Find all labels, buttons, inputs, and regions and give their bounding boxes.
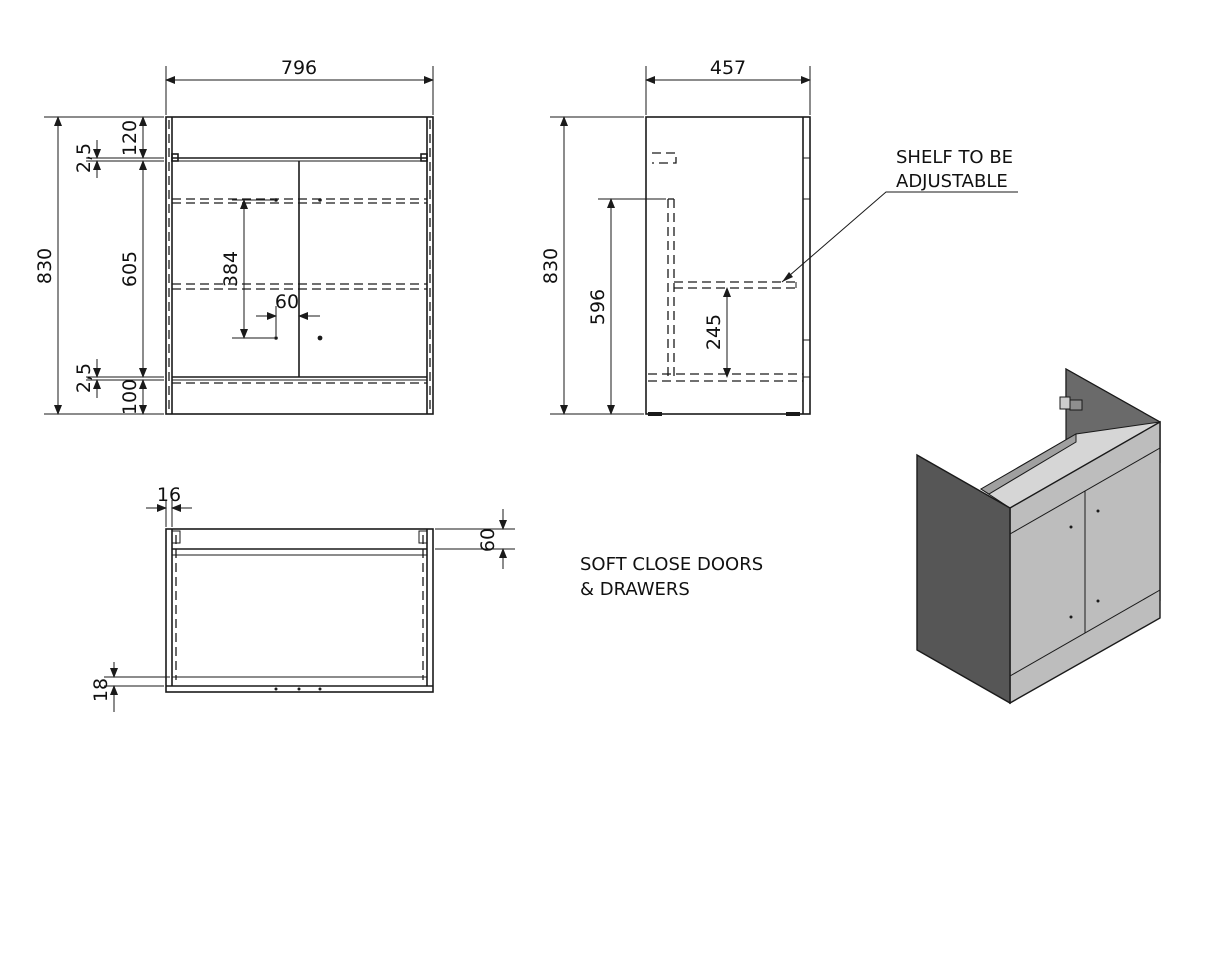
side-foot <box>786 412 800 416</box>
plan-handle <box>274 687 278 691</box>
dim-handle-spacing-label: 384 <box>220 251 242 287</box>
handle-hole <box>317 335 323 341</box>
side-bracket <box>652 152 677 164</box>
shelf-note-arrow <box>782 272 793 282</box>
dim-height-label: 830 <box>34 248 56 284</box>
shelf-note-line1: SHELF TO BE <box>896 147 1013 168</box>
plan-outline <box>165 528 434 693</box>
soft-close-note-line1: SOFT CLOSE DOORS <box>580 554 763 575</box>
iso-handle <box>1069 615 1073 619</box>
dim-shelf-height-label: 245 <box>703 314 725 350</box>
iso-left-panel <box>916 453 1011 705</box>
dim-door-thickness-label: 18 <box>90 678 112 702</box>
handle-hole <box>318 198 322 202</box>
side-outline <box>645 116 811 415</box>
iso-handle <box>1096 599 1100 603</box>
handle-hole <box>274 198 278 202</box>
iso-handle <box>1069 525 1073 529</box>
dim-plinth-label: 100 <box>119 379 141 415</box>
iso-bracket <box>1069 399 1083 411</box>
dim-back-label: 60 <box>477 528 499 552</box>
plan-handle <box>318 687 322 691</box>
dim-shelf-zone-label: 596 <box>587 289 609 325</box>
iso-handle <box>1096 509 1100 513</box>
dim-door-label: 605 <box>119 251 141 287</box>
dim-side-height-label: 830 <box>540 248 562 284</box>
front-outline <box>165 116 434 415</box>
handle-hole <box>274 336 278 340</box>
dim-panel-label: 16 <box>157 484 181 506</box>
dim-top-rail-label: 120 <box>119 120 141 156</box>
dim-handle-offset-label: 60 <box>275 291 299 313</box>
plan-fixing-left <box>171 530 181 544</box>
side-view: 457 830 596 245 SHELF TO BE ADJUSTABLE <box>540 57 1018 416</box>
dim-gap-top-label: 2,5 <box>73 143 95 173</box>
side-foot <box>648 412 662 416</box>
isometric-view <box>916 367 1161 705</box>
dim-width-label: 796 <box>281 57 317 79</box>
dim-depth-label: 457 <box>710 57 746 79</box>
plan-handle <box>297 687 301 691</box>
front-fixing-right <box>420 153 428 162</box>
plan-view: 16 60 18 <box>90 484 515 712</box>
front-fixing-left <box>171 153 179 162</box>
soft-close-note-line2: & DRAWERS <box>580 579 690 600</box>
dim-gap-bottom-label: 2,5 <box>73 363 95 393</box>
shelf-note-line2: ADJUSTABLE <box>896 171 1008 192</box>
plan-fixing-right <box>418 530 428 544</box>
shelf-note-leader <box>781 191 1018 283</box>
iso-shelf-back <box>980 433 1077 495</box>
front-view: 796 830 120 605 100 2,5 2,5 384 60 <box>34 57 434 415</box>
iso-bracket <box>1059 396 1071 410</box>
